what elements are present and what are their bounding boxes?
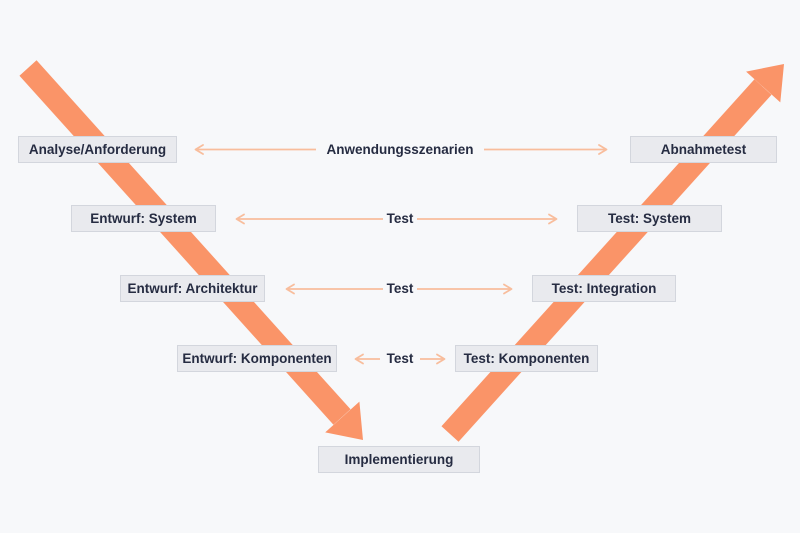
connector-label-test-integration: Test (386, 281, 414, 296)
connector-label-test-komponenten: Test (386, 351, 414, 366)
box-abnahmetest: Abnahmetest (630, 136, 777, 163)
box-test-integration: Test: Integration (532, 275, 676, 302)
descending-v-arrow-icon (19, 60, 363, 440)
connector-label-test-system: Test (386, 211, 414, 226)
box-test-komponenten: Test: Komponenten (455, 345, 598, 372)
box-entwurf-architektur: Entwurf: Architektur (120, 275, 265, 302)
box-entwurf-system: Entwurf: System (71, 205, 216, 232)
connector-label-anwendungsszenarien: Anwendungsszenarien (326, 142, 474, 157)
box-entwurf-komponenten: Entwurf: Komponenten (177, 345, 337, 372)
box-test-system: Test: System (577, 205, 722, 232)
box-implementierung: Implementierung (318, 446, 480, 473)
ascending-v-arrow-icon (441, 64, 784, 442)
box-analyse-anforderung: Analyse/Anforderung (18, 136, 177, 163)
